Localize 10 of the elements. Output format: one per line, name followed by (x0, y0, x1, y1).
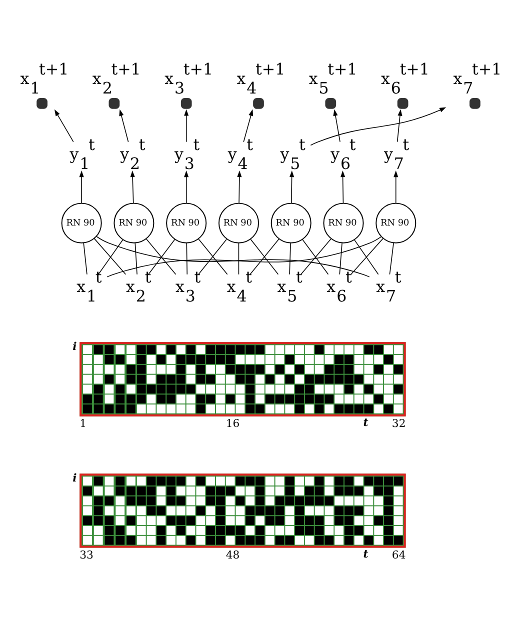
label: 16 (226, 416, 240, 430)
label: i (72, 340, 77, 353)
label: 1 (80, 416, 87, 430)
label: t (363, 416, 368, 430)
label: t (363, 547, 368, 560)
label: 64 (392, 548, 406, 562)
label: 32 (392, 416, 406, 430)
label: 48 (226, 548, 240, 562)
label: i (72, 471, 77, 484)
label: 33 (80, 548, 94, 562)
